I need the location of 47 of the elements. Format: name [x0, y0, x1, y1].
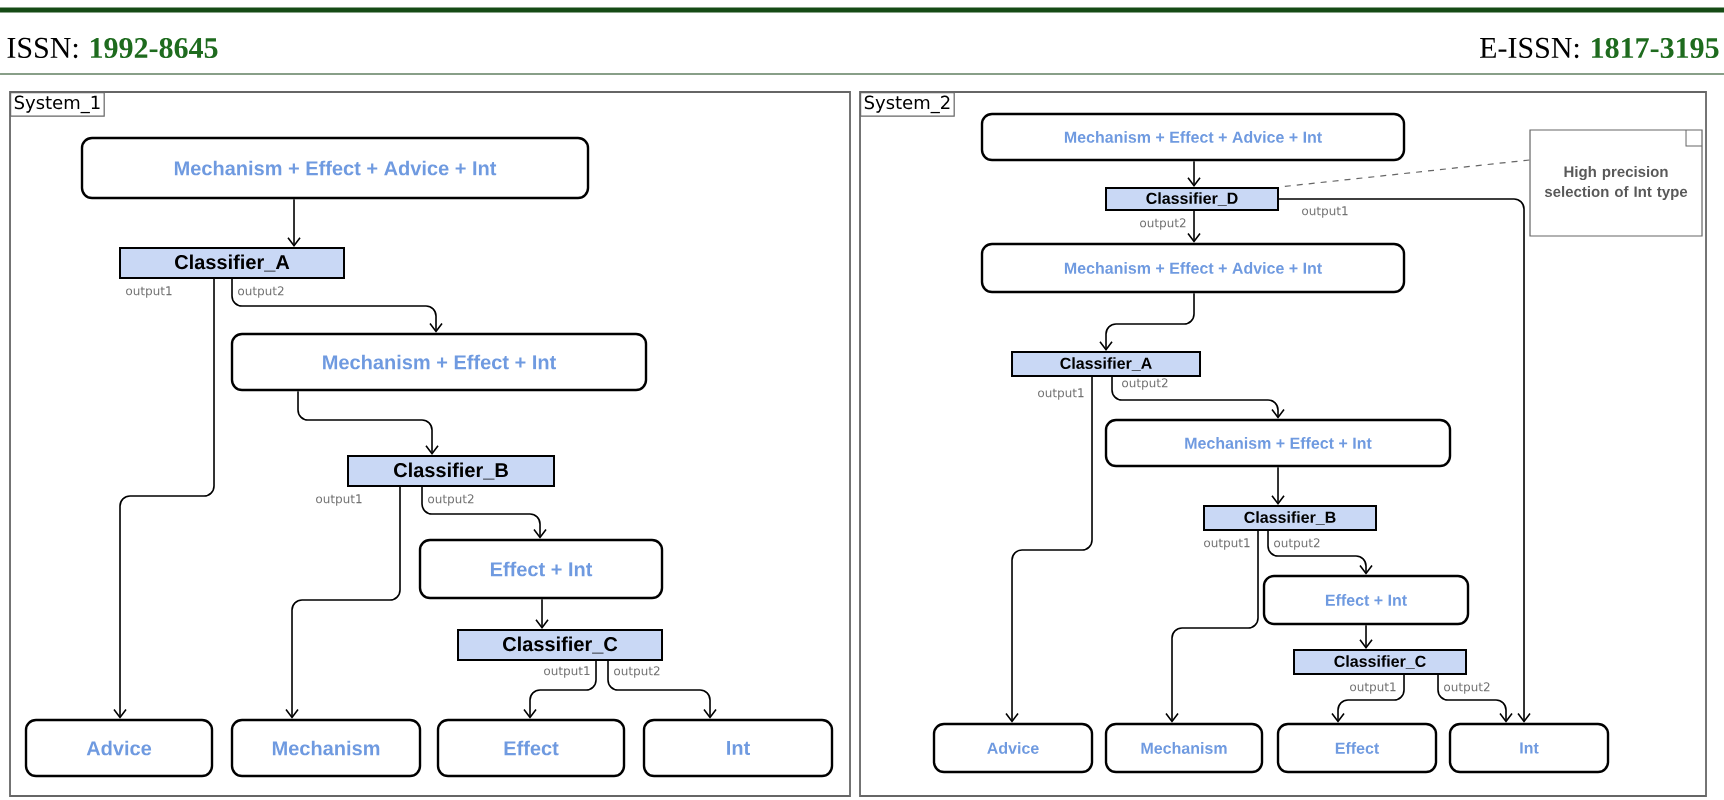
arrow [113, 278, 215, 719]
classifier-box: Classifier_A [1011, 351, 1201, 377]
arrow [287, 198, 301, 247]
class-box: Mechanism + Effect + Advice + Int [980, 242, 1406, 294]
arrow [1267, 530, 1373, 575]
classifier-box: Classifier_C [1293, 649, 1467, 675]
arrow [1187, 160, 1201, 187]
class-box: Advice [24, 718, 214, 778]
class-box: Mechanism + Effect + Advice + Int [80, 136, 590, 200]
class-box: Advice [932, 722, 1094, 774]
issn-label: E-ISSN: [1480, 37, 1579, 59]
class-box: Int [642, 718, 834, 778]
issn-number: 1817-3195 [1592, 37, 1719, 59]
class-box: Effect [436, 718, 626, 778]
arrow [1278, 198, 1531, 723]
arrow [607, 660, 717, 719]
class-box: Mechanism + Effect + Int [1104, 418, 1452, 468]
issn-number: 1992-8645 [91, 37, 218, 59]
arrow [535, 598, 549, 629]
arrow [285, 486, 401, 719]
class-box: Mechanism [1104, 722, 1264, 774]
class-box: Mechanism + Effect + Int [230, 332, 648, 392]
class-box: Effect + Int [1262, 574, 1470, 626]
classifier-box: Classifier_B [1203, 505, 1377, 531]
class-box: Effect + Int [418, 538, 664, 600]
class-box: Int [1448, 722, 1610, 774]
classifier-box: Classifier_D [1105, 187, 1279, 211]
arrow [1111, 376, 1285, 419]
arrow [1005, 376, 1093, 723]
classifier-box: Classifier_A [119, 247, 345, 279]
arrow [1099, 292, 1195, 351]
arrow [1359, 624, 1373, 649]
arrow [1165, 530, 1259, 723]
arrow [297, 390, 439, 455]
arrow [231, 278, 443, 333]
arrow [523, 660, 597, 719]
arrow [1187, 210, 1201, 243]
classifier-box: Classifier_C [457, 629, 663, 661]
class-box: Effect [1276, 722, 1438, 774]
classifier-box: Classifier_B [347, 455, 555, 487]
arrow [1331, 674, 1405, 723]
arrow [1437, 674, 1513, 723]
arrow [421, 486, 547, 539]
arrow [1271, 466, 1285, 505]
issn-label: ISSN: [7, 37, 78, 59]
class-box: Mechanism + Effect + Advice + Int [980, 112, 1406, 162]
class-box: Mechanism [230, 718, 422, 778]
